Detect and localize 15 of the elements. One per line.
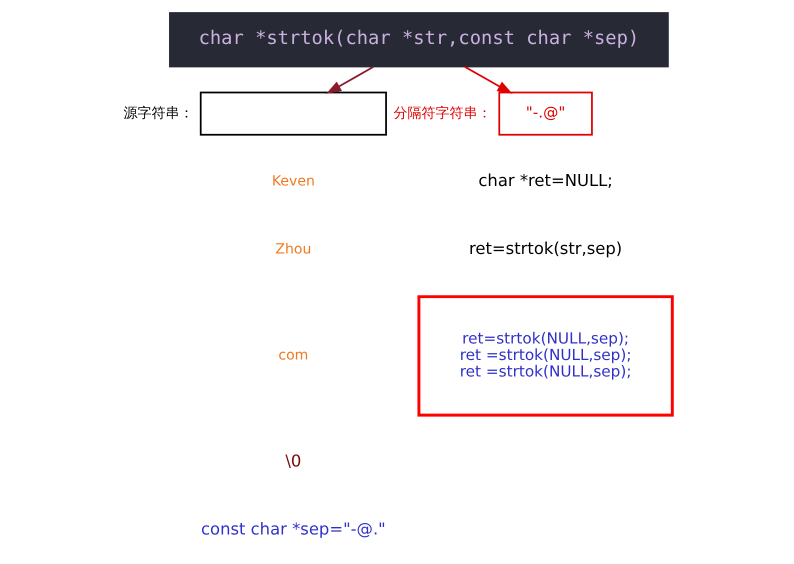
arrow [326,66,374,94]
node-label: 源字符串： [122,105,193,122]
node-label: 分隔符字符串： [392,105,491,122]
label: com [278,348,308,364]
node-box: "-.@" [498,92,592,136]
label: Keven [271,173,314,190]
arrow [464,66,512,94]
node-box: ret=strtok(NULL,sep); ret =strtok(NULL,sep); ret =strtok(NULL,sep); [416,295,674,417]
label: ret=strtok(str,sep) [468,239,622,258]
label: char *ret=NULL; [478,171,612,190]
label: const char *sep="-@." [200,519,386,538]
node-box [199,92,386,136]
label: Zhou [274,241,311,258]
label: \0 [284,451,301,470]
node-box: char *strtok(char *str,const char *sep) [168,12,668,68]
